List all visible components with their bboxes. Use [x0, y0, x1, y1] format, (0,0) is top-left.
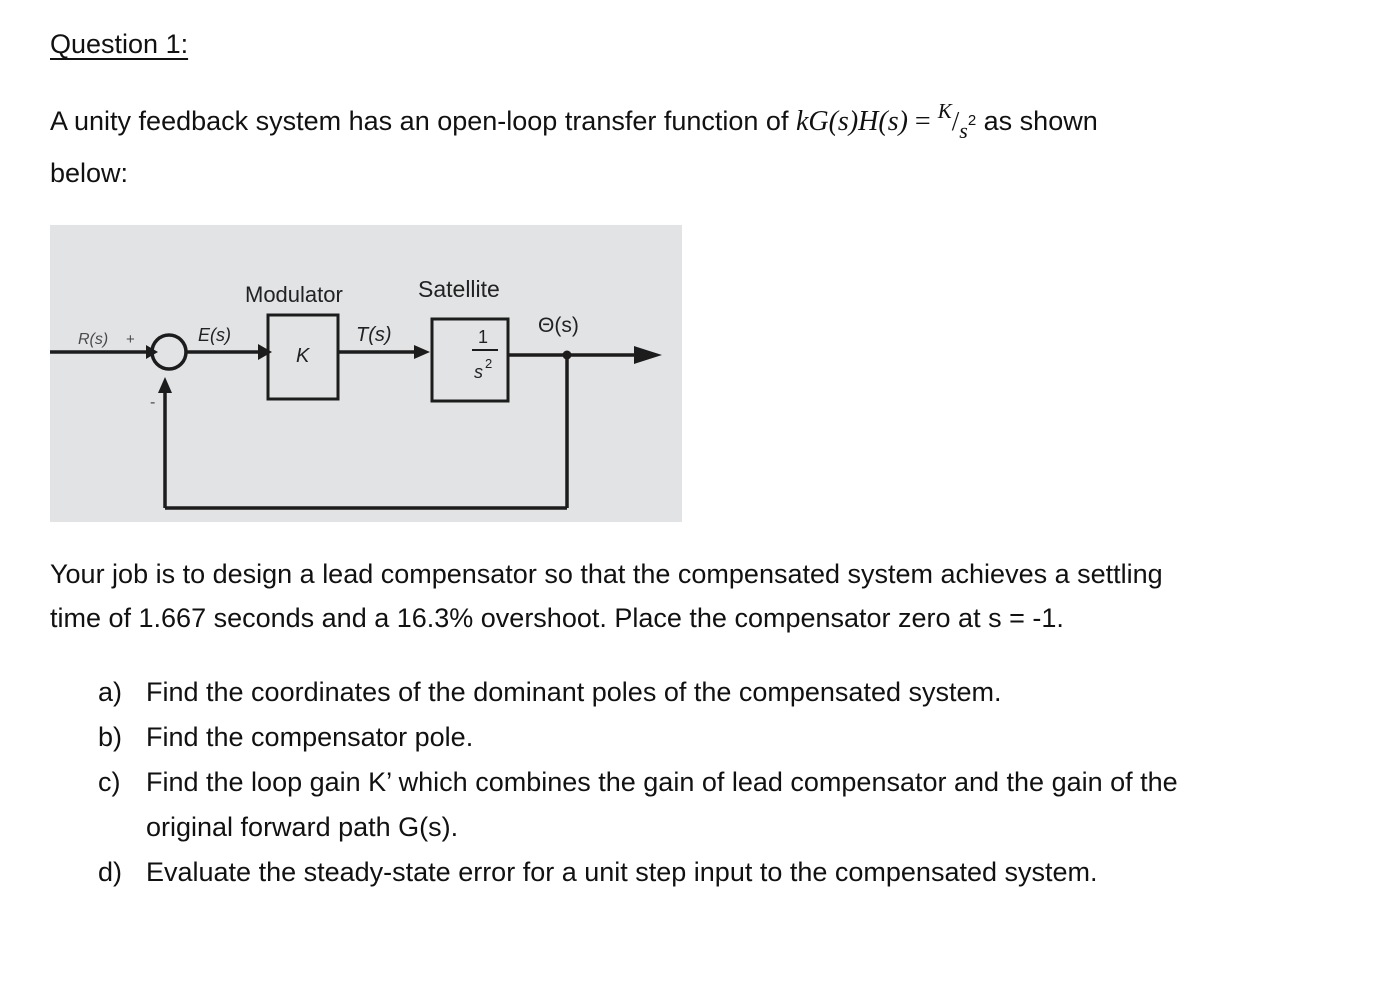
modulator-block: [266, 313, 340, 401]
satellite-denominator-exponent: 2: [485, 356, 492, 371]
error-label: E(s): [198, 325, 231, 345]
feedback-arrowhead: [158, 377, 172, 393]
equals-sign: =: [907, 106, 938, 137]
intro-line-2: below:: [50, 158, 129, 188]
transfer-function-expression: kG(s)H(s): [795, 106, 908, 137]
list-marker: c): [98, 767, 121, 797]
list-text: Find the coordinates of the dominant pol…: [146, 677, 1002, 707]
fraction-denominator-exponent: 2: [967, 112, 977, 129]
pickoff-point: [562, 350, 572, 360]
input-label: R(s): [78, 331, 108, 348]
list-text: Find the compensator pole.: [146, 722, 474, 752]
fraction-slash: /: [951, 106, 960, 136]
output-arrowhead: [634, 346, 662, 364]
list-marker: a): [98, 677, 123, 707]
fraction-denominator-base: s: [959, 118, 968, 143]
task-line-2: time of 1.667 seconds and a 16.3% oversh…: [50, 603, 1064, 633]
input-arrowhead: [146, 345, 158, 359]
list-marker: b): [98, 722, 123, 752]
minus-sign: -: [150, 394, 155, 411]
intro-text: A unity feedback system has an open-loop…: [50, 106, 796, 136]
fraction-denominator: s2: [959, 113, 976, 143]
error-arrowhead: [258, 344, 272, 360]
question-heading: Question 1:: [50, 29, 189, 59]
intro-text-after: as shown: [976, 106, 1098, 136]
intro-line-1: A unity feedback system has an open-loop…: [50, 101, 1098, 142]
list-text: original forward path G(s).: [146, 812, 459, 842]
tsignal-arrowhead: [414, 345, 430, 359]
satellite-denominator: s: [474, 362, 483, 382]
fraction-numerator: K: [937, 99, 952, 123]
task-line-1: Your job is to design a lead compensator…: [50, 559, 1163, 589]
satellite-title: Satellite: [418, 276, 500, 302]
block-diagram: Modulator Satellite R(s) + - E(s) K T(s)…: [50, 225, 682, 522]
diagram-background: [50, 225, 682, 522]
list-text: Evaluate the steady-state error for a un…: [146, 857, 1098, 887]
list-text: Find the loop gain K’ which combines the…: [146, 767, 1178, 797]
intermediate-label: T(s): [356, 324, 392, 346]
satellite-numerator: 1: [478, 327, 488, 347]
modulator-gain: K: [296, 345, 311, 367]
list-marker: d): [98, 857, 123, 887]
plus-sign: +: [126, 331, 135, 348]
modulator-title: Modulator: [245, 282, 343, 307]
satellite-block: [430, 317, 510, 403]
output-label: Θ(s): [538, 314, 579, 337]
